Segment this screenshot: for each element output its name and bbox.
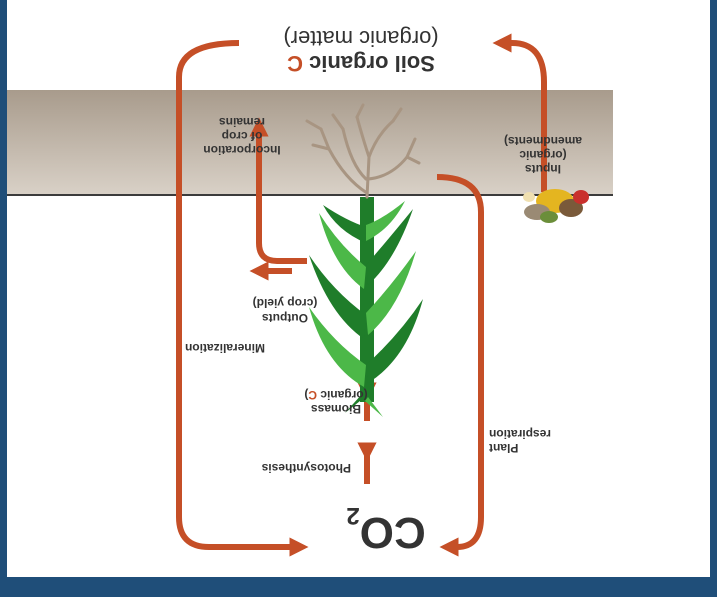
inputs-label-line2: (organic <box>519 148 567 162</box>
plant-respiration-arrow <box>437 177 481 547</box>
incorporation-label-line2: of crop <box>222 129 263 143</box>
photosynthesis-label: Photosynthesis <box>261 461 351 475</box>
inputs-label-line3: amendments) <box>504 134 582 148</box>
frame-border-bottom <box>0 577 717 597</box>
incorporation-label-line3: remains <box>219 115 265 129</box>
organic-amendments-icon <box>523 189 589 223</box>
co2-label: CO2 <box>346 502 425 557</box>
biomass-label: Biomass <box>311 402 361 416</box>
biomass-label-line2: (organic C) <box>304 388 367 402</box>
biomass-prefix: (organic <box>317 388 368 402</box>
mineralization-label: Mineralization <box>185 341 265 355</box>
plant-respiration-label-line2: respiration <box>489 427 551 441</box>
soil-subtitle: (organic matter) <box>283 26 438 51</box>
co2-main: CO <box>360 508 426 557</box>
plant-respiration-label-line1: Plant <box>489 441 518 455</box>
biomass-label-line1: Biomass <box>311 402 361 416</box>
outputs-label-line1: Outputs <box>262 311 308 325</box>
frame-border-left <box>0 0 7 597</box>
corn-plant-icon <box>309 197 423 417</box>
inputs-label-line1: Inputs <box>525 162 561 176</box>
co2-subscript: 2 <box>346 502 359 529</box>
soil-title: Soil organic C <box>287 51 435 76</box>
soil-title-c: C <box>287 51 303 76</box>
biomass-suffix: ) <box>304 388 308 402</box>
incorporation-label-line1: Incorporation <box>203 143 280 157</box>
outputs-label-line2: (crop yield) <box>253 296 318 310</box>
soil-title-prefix: Soil organic <box>303 51 435 76</box>
frame-border-right <box>710 0 717 597</box>
biomass-c: C <box>308 388 317 402</box>
